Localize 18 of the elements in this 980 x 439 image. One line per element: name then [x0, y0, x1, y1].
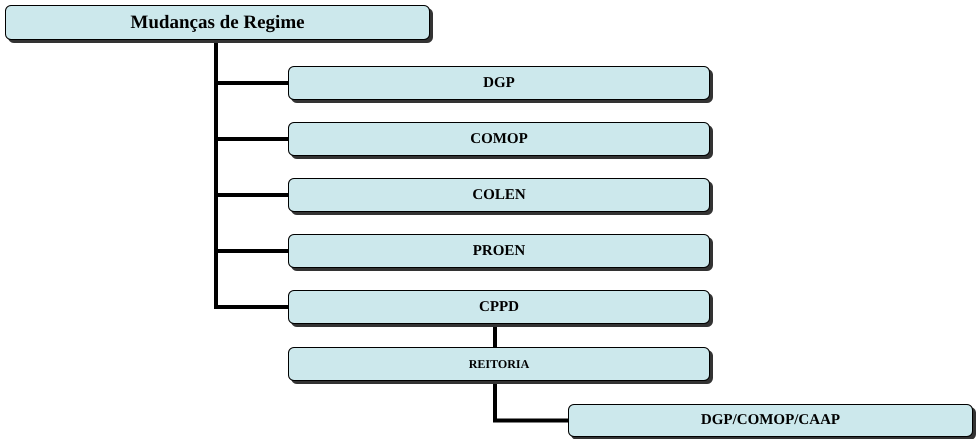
box-label: DGP — [483, 74, 515, 92]
box-label: COMOP — [470, 130, 528, 148]
box-label: REITORIA — [468, 356, 530, 372]
box-label: DGP/COMOP/CAAP — [700, 412, 840, 429]
org-box — [5, 5, 430, 40]
connector-line — [493, 381, 568, 422]
box-label: Mudanças de Regime — [130, 12, 305, 34]
org-box — [288, 178, 710, 212]
box-label: PROEN — [472, 242, 526, 260]
org-box — [288, 347, 710, 381]
org-box — [288, 122, 710, 156]
connector-line — [493, 324, 497, 347]
box-label: COLEN — [472, 186, 526, 204]
org-box — [288, 290, 710, 324]
box-label: CPPD — [479, 298, 519, 316]
org-box — [288, 234, 710, 268]
org-box — [288, 66, 710, 100]
org-box — [568, 404, 973, 437]
